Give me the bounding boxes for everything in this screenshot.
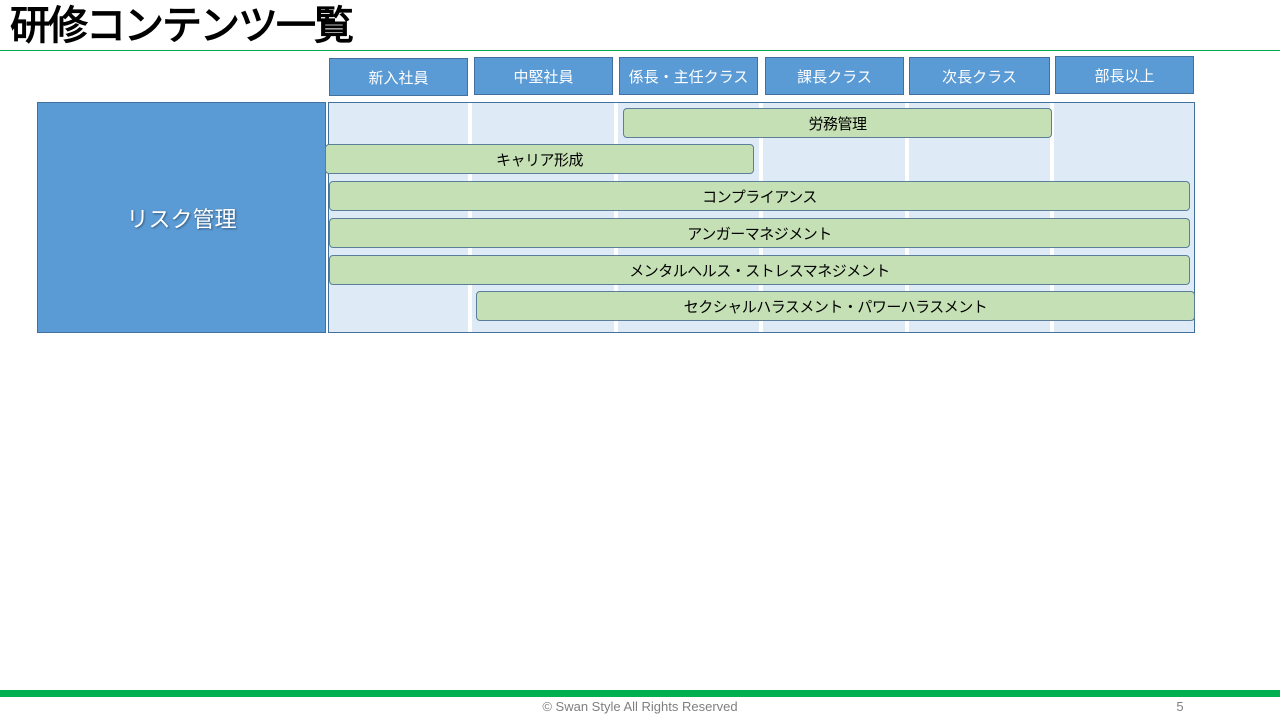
column-header-deputy-manager: 次長クラス [909,57,1050,95]
column-header-new-employee: 新入社員 [329,58,468,96]
program-career-development: キャリア形成 [325,144,754,174]
program-mental-health: メンタルヘルス・ストレスマネジメント [329,255,1190,285]
program-anger-management: アンガーマネジメント [329,218,1190,248]
category-risk-management: リスク管理 [37,102,326,333]
column-header-chief: 係長・主任クラス [619,57,758,95]
footer-divider [0,690,1280,697]
page-number: 5 [1176,699,1184,714]
title-divider [0,50,1280,51]
program-labor-management: 労務管理 [623,108,1052,138]
column-header-mid-level: 中堅社員 [474,57,613,95]
program-harassment: セクシャルハラスメント・パワーハラスメント [476,291,1195,321]
slide-title: 研修コンテンツ一覧 [10,3,354,49]
column-header-section-manager: 課長クラス [765,57,904,95]
column-header-general-manager: 部長以上 [1055,56,1194,94]
program-compliance: コンプライアンス [329,181,1190,211]
copyright-text: © Swan Style All Rights Reserved [542,699,738,714]
column-band [328,102,468,333]
